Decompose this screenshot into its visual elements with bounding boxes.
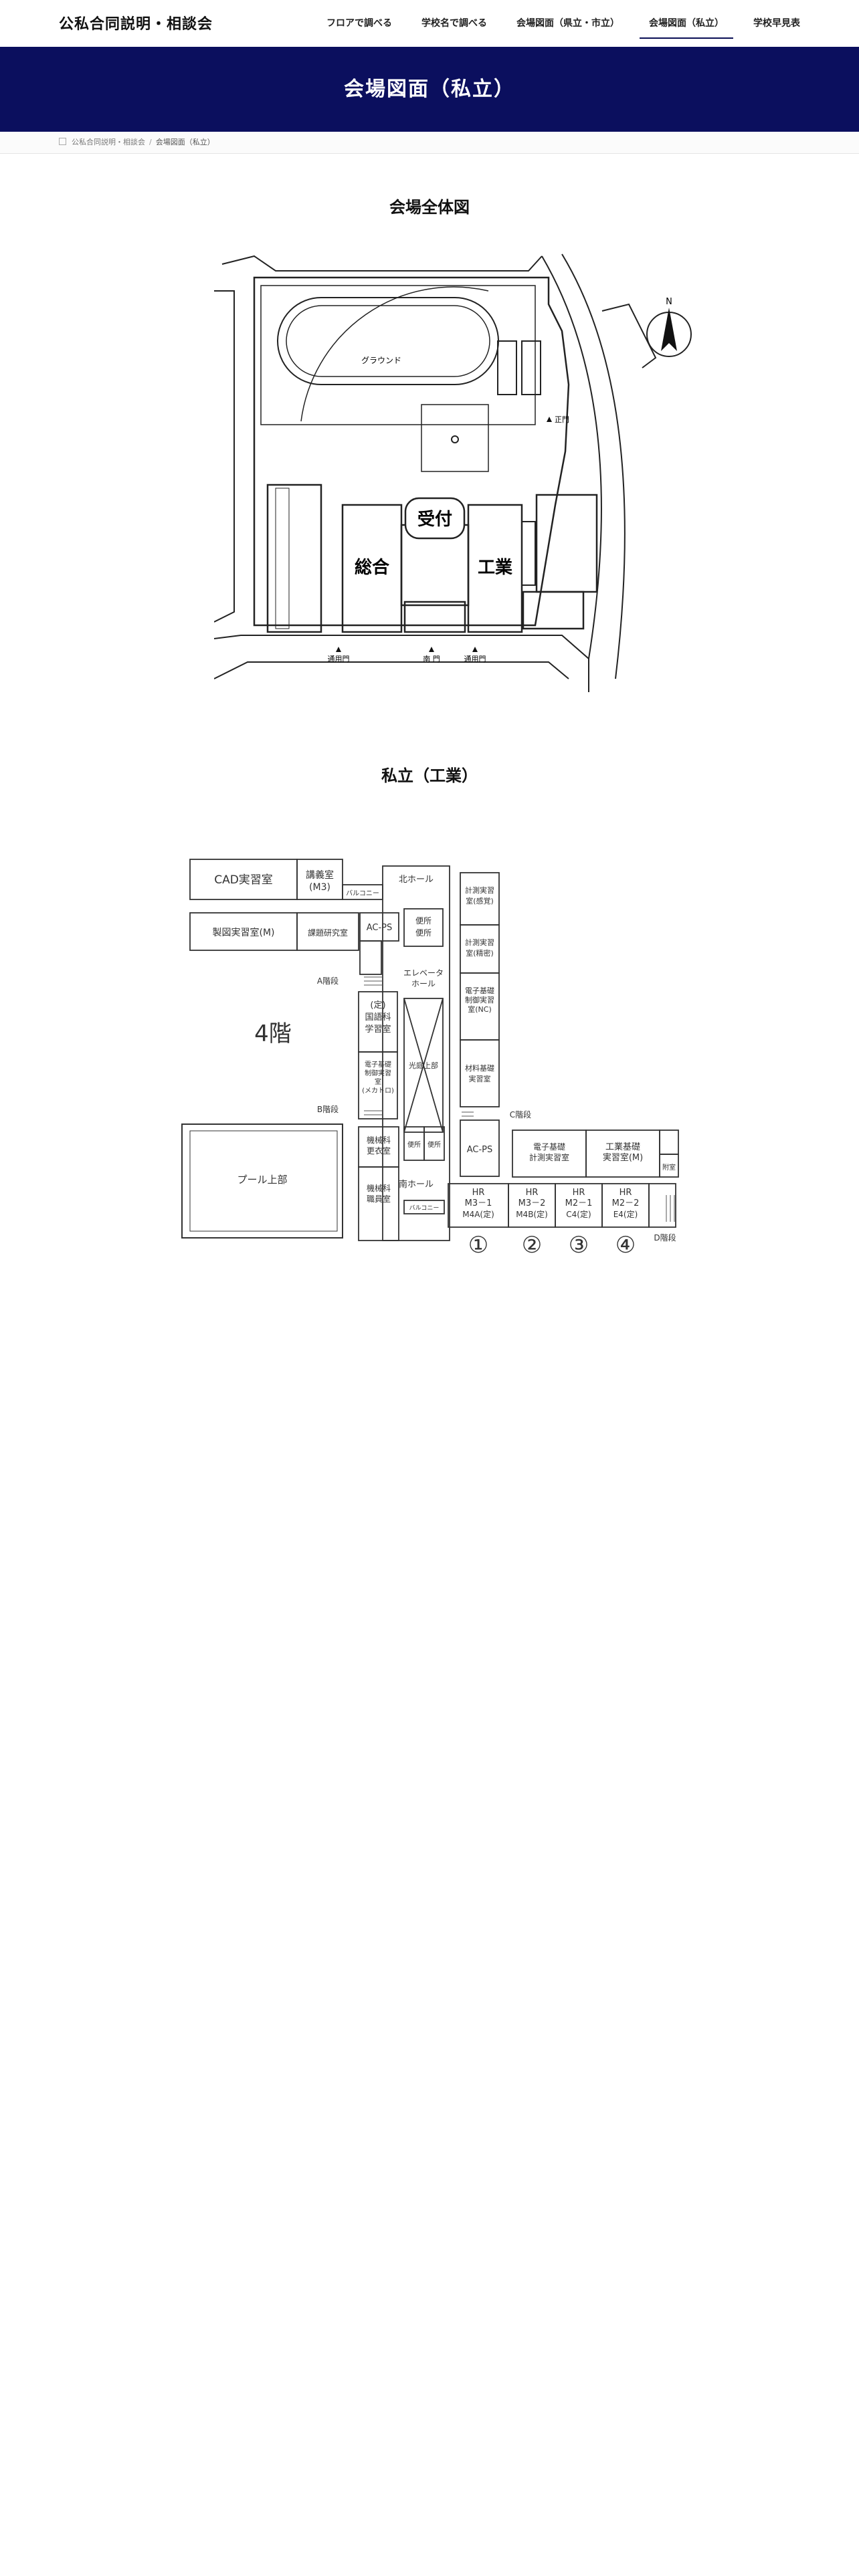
floor-map-title: 私立（工業） bbox=[381, 766, 478, 785]
room-measure2-line1: 計測実習 bbox=[465, 938, 494, 947]
hr1-number: ① bbox=[468, 1232, 488, 1259]
room-measure2-line2: 室(精密) bbox=[466, 948, 494, 958]
room-eng-line1: 工業基礎 bbox=[605, 1142, 640, 1152]
label-toilet-4: 便所 bbox=[427, 1140, 441, 1149]
label-elevator-hall-2: ホール bbox=[411, 979, 436, 988]
label-annex: 附室 bbox=[662, 1163, 676, 1172]
label-side-gate-east: 通用門 bbox=[464, 655, 486, 663]
label-elevator-hall-1: エレベータ bbox=[403, 968, 444, 978]
room-elec2-line4: (メカトロ) bbox=[362, 1087, 394, 1095]
nav-school-list[interactable]: 学校早見表 bbox=[753, 18, 800, 29]
label-balcony-1: バルコニー bbox=[346, 889, 379, 897]
home-icon[interactable] bbox=[59, 138, 66, 145]
label-reception: 受付 bbox=[417, 509, 452, 530]
room-locker-line2: 更衣室 bbox=[367, 1146, 391, 1156]
room-staff-line1: 機械科 bbox=[367, 1183, 391, 1193]
room-locker-line1: 機械科 bbox=[367, 1135, 391, 1145]
compass-north: N bbox=[666, 297, 672, 307]
hr2-line2: M3－2 bbox=[518, 1198, 546, 1208]
room-japanese-line2: 国語科 bbox=[365, 1012, 391, 1023]
label-acps-2: AC-PS bbox=[467, 1145, 493, 1155]
label-side-gate-west: 通用門 bbox=[328, 655, 350, 663]
room-elec2-line3: 室 bbox=[375, 1077, 381, 1086]
main-nav: フロアで調べる 学校名で調べる 会場図面（県立・市立） 会場図面（私立） 学校早… bbox=[312, 0, 859, 47]
room-japanese-line1: (定) bbox=[370, 1000, 385, 1010]
room-measure3-line1: 電子基礎 bbox=[533, 1142, 565, 1152]
label-toilet-1: 便所 bbox=[415, 916, 432, 926]
room-measure1-line2: 室(感覚) bbox=[466, 896, 494, 905]
floor-map-figure: CAD実習室 講義室 (M3) バルコニー 北ホール 計測実習 室(感覚) 製図… bbox=[181, 859, 679, 1259]
hr1-line1: HR bbox=[472, 1188, 485, 1198]
hr4-line3: E4(定) bbox=[613, 1209, 638, 1219]
label-ground: グラウンド bbox=[361, 356, 401, 365]
hr4-line1: HR bbox=[619, 1188, 632, 1198]
label-atrium: 光庭上部 bbox=[409, 1061, 438, 1070]
hr1-line3: M4A(定) bbox=[462, 1209, 494, 1219]
site-map-title: 会場全体図 bbox=[389, 198, 470, 217]
room-elec2-line2: 制御実習 bbox=[365, 1069, 391, 1077]
room-japanese-line3: 学習室 bbox=[365, 1024, 391, 1035]
breadcrumb: 公私合同説明・相談会 /会場図面（私立） bbox=[0, 132, 859, 154]
room-material-line2: 実習室 bbox=[469, 1074, 491, 1083]
room-eng-line2: 実習室(M) bbox=[603, 1152, 643, 1163]
breadcrumb-current: 会場図面（私立） bbox=[155, 138, 215, 146]
label-stairs-b: B階段 bbox=[317, 1104, 339, 1114]
hr2-line3: M4B(定) bbox=[516, 1209, 548, 1219]
hr3-number: ③ bbox=[569, 1232, 589, 1259]
nav-venue-public[interactable]: 会場図面（県立・市立） bbox=[516, 18, 619, 29]
label-toilet-3: 便所 bbox=[407, 1140, 421, 1149]
room-research: 課題研究室 bbox=[308, 928, 348, 938]
label-stairs-a: A階段 bbox=[317, 976, 339, 986]
room-measure3-line2: 計測実習室 bbox=[529, 1152, 569, 1162]
room-elec1-line3: 室(NC) bbox=[468, 1004, 492, 1014]
hr4-line2: M2－2 bbox=[612, 1198, 640, 1208]
floor-label: 4階 bbox=[254, 1021, 292, 1047]
room-lecture: 講義室 bbox=[306, 869, 334, 881]
room-material-line1: 材料基礎 bbox=[465, 1063, 494, 1073]
room-cad: CAD実習室 bbox=[214, 873, 273, 887]
hr3-line1: HR bbox=[573, 1188, 585, 1198]
label-sogo: 総合 bbox=[355, 557, 390, 578]
nav-school-search[interactable]: 学校名で調べる bbox=[421, 18, 487, 29]
page-title: 会場図面（私立） bbox=[344, 78, 515, 101]
site-header: 公私合同説明・相談会 フロアで調べる 学校名で調べる 会場図面（県立・市立） 会… bbox=[0, 0, 859, 47]
page-banner: 会場図面（私立） bbox=[0, 47, 859, 132]
label-main-gate: 南 門 bbox=[423, 655, 440, 663]
label-balcony-2: バルコニー bbox=[409, 1204, 440, 1212]
breadcrumb-separator: / bbox=[149, 138, 152, 146]
hr2-number: ② bbox=[522, 1232, 542, 1259]
hr3-line3: C4(定) bbox=[566, 1209, 591, 1219]
nav-floor-search[interactable]: フロアで調べる bbox=[326, 18, 392, 29]
room-elec1-line2: 制御実習 bbox=[465, 995, 494, 1004]
label-east-gate: 正門 bbox=[555, 415, 569, 424]
room-elec2-line1: 電子基礎 bbox=[365, 1060, 391, 1069]
nav-venue-private[interactable]: 会場図面（私立） bbox=[634, 0, 739, 47]
label-pool: プール上部 bbox=[237, 1174, 287, 1186]
hr3-line2: M2－1 bbox=[565, 1198, 593, 1208]
room-lecture-code: (M3) bbox=[309, 882, 330, 893]
label-south-hall: 南ホール bbox=[399, 1179, 434, 1190]
room-elec1-line1: 電子基礎 bbox=[465, 986, 494, 995]
label-stairs-d: D階段 bbox=[654, 1232, 676, 1243]
room-staff-line2: 職員室 bbox=[367, 1194, 391, 1204]
label-north-hall: 北ホール bbox=[399, 875, 434, 885]
room-drafting: 製図実習室(M) bbox=[212, 927, 274, 938]
label-acps-1: AC-PS bbox=[367, 923, 393, 933]
label-kogyo: 工業 bbox=[478, 558, 512, 578]
label-toilet-2: 便所 bbox=[415, 928, 432, 938]
site-map-figure: N グラウンド 受付 総合 工業 通用門 南 門 通用門 正門 bbox=[214, 253, 692, 692]
hr2-line1: HR bbox=[526, 1188, 539, 1198]
site-logo[interactable]: 公私合同説明・相談会 bbox=[59, 16, 213, 33]
hr1-line2: M3－1 bbox=[465, 1198, 492, 1208]
room-measure1-line1: 計測実習 bbox=[465, 885, 494, 895]
hr4-number: ④ bbox=[615, 1232, 636, 1259]
label-stairs-c: C階段 bbox=[510, 1109, 531, 1119]
breadcrumb-home-link[interactable]: 公私合同説明・相談会 bbox=[72, 138, 145, 146]
